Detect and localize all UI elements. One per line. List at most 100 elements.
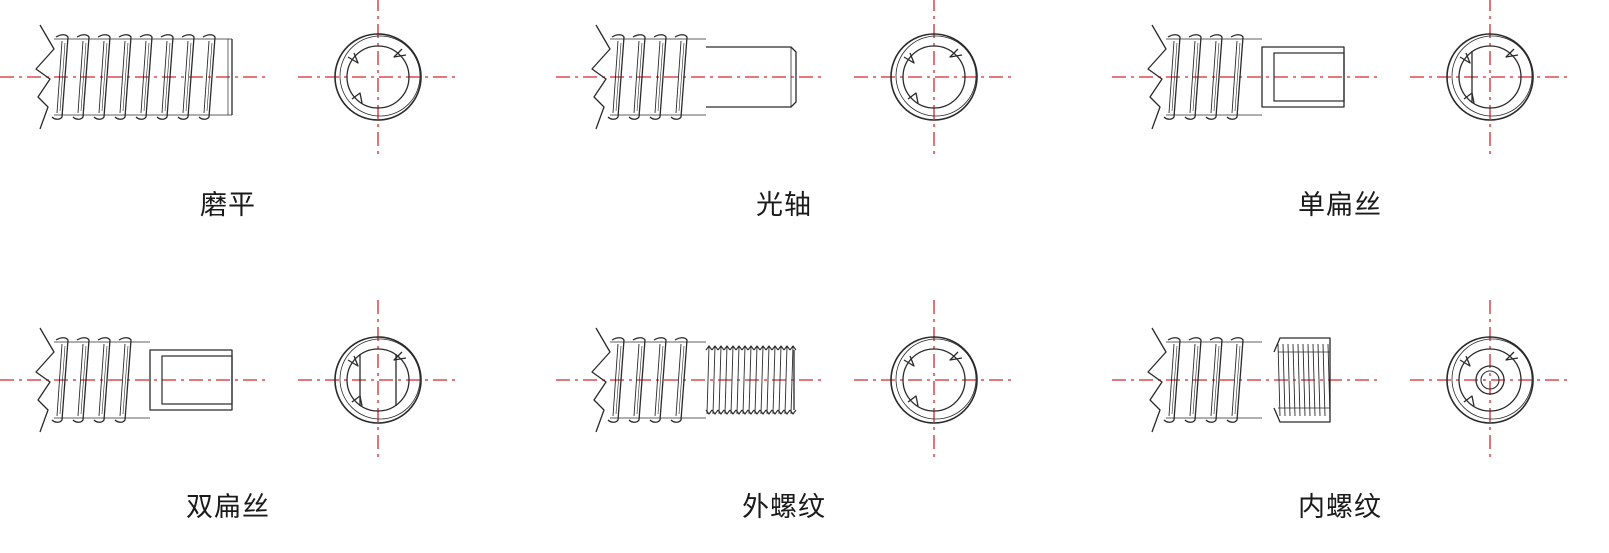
break-line	[1147, 24, 1167, 130]
thread-crest	[93, 34, 111, 120]
thread-start-mark	[1459, 52, 1471, 64]
chamfer-circle	[339, 338, 421, 420]
inner-circle	[1458, 348, 1522, 412]
break-line	[35, 24, 55, 130]
thread-crest	[93, 337, 111, 423]
label-external-thread: 外螺纹	[742, 492, 826, 523]
item-plain-shaft: 光轴	[556, 0, 1116, 250]
label-flat: 磨平	[200, 190, 256, 221]
inner-circle	[902, 45, 966, 109]
internal-thread-side-view	[1112, 300, 1570, 460]
thread-crest	[51, 34, 69, 120]
side-view-group	[0, 0, 458, 157]
bore-inner-circle	[1480, 370, 1500, 390]
thread-crest	[72, 337, 90, 423]
item-external-thread: 外螺纹	[556, 300, 1116, 553]
thread-start-mark	[393, 48, 407, 58]
flat-side-view	[0, 0, 458, 157]
inner-circle	[902, 348, 966, 412]
side-view-group	[1112, 300, 1570, 460]
label-plain-shaft: 光轴	[756, 190, 812, 221]
flat-rect	[161, 355, 233, 405]
thread-start-mark	[907, 395, 919, 407]
chamfer-circle	[895, 35, 977, 117]
bore-circle	[1475, 365, 1505, 395]
thread-start-mark	[393, 351, 407, 361]
thread-crest	[114, 337, 132, 423]
outer-circle	[890, 33, 978, 121]
chamfer-circle	[339, 35, 421, 117]
thread-crest	[1163, 337, 1181, 423]
plain-shaft-side-view	[556, 0, 1014, 157]
break-line	[35, 327, 55, 433]
inner-circle	[1458, 45, 1522, 109]
chamfer-circle	[895, 338, 977, 420]
outer-circle	[890, 336, 978, 424]
label-single-flat: 单扁丝	[1298, 190, 1382, 221]
chamfer-circle	[1451, 338, 1533, 420]
external-thread-side-view	[556, 300, 1014, 460]
side-view-group	[1112, 0, 1570, 157]
thread-start-mark	[1459, 355, 1471, 367]
thread-crest	[156, 34, 174, 120]
item-single-flat: 单扁丝	[1112, 0, 1609, 250]
shaft-outline	[149, 349, 233, 411]
side-view-group	[556, 0, 1014, 157]
thread-crest	[670, 34, 688, 120]
thread-crest	[51, 337, 69, 423]
break-line	[1147, 327, 1167, 433]
outer-circle	[1446, 336, 1534, 424]
thread-crest	[1226, 337, 1244, 423]
break-line	[591, 327, 611, 433]
item-flat: 磨平	[0, 0, 560, 250]
shaft-outline	[1261, 46, 1345, 108]
outer-circle	[334, 33, 422, 121]
thread-crest	[114, 34, 132, 120]
thread-start-mark	[949, 351, 963, 361]
thread-start-mark	[907, 92, 919, 104]
thread-start-mark	[949, 48, 963, 58]
outer-circle	[1446, 33, 1534, 121]
flat-rect	[1273, 52, 1345, 102]
thread-crest	[628, 337, 646, 423]
thread-crest	[607, 337, 625, 423]
break-line	[591, 24, 611, 130]
side-view-group	[0, 300, 458, 460]
thread-crest	[1226, 34, 1244, 120]
thread-crest	[1163, 34, 1181, 120]
thread-crest	[72, 34, 90, 120]
thread-start-mark	[347, 52, 359, 64]
double-flat-side-view	[0, 300, 458, 460]
inner-circle	[346, 348, 410, 412]
thread-crest	[649, 34, 667, 120]
single-flat-side-view	[1112, 0, 1570, 157]
thread-crest	[135, 34, 153, 120]
item-double-flat: 双扁丝	[0, 300, 560, 553]
outer-circle	[334, 336, 422, 424]
chamfer-circle	[1451, 35, 1533, 117]
thread-crest	[198, 34, 216, 120]
thread-crest	[670, 337, 688, 423]
thread-start-mark	[351, 92, 363, 104]
thread-crest	[1205, 337, 1223, 423]
thread-crest	[628, 34, 646, 120]
thread-start-mark	[347, 355, 359, 367]
thread-crest	[649, 337, 667, 423]
thread-start-mark	[1505, 48, 1519, 58]
thread-crest	[607, 34, 625, 120]
thread-start-mark	[1463, 395, 1475, 407]
plain-shaft	[706, 46, 797, 108]
label-double-flat: 双扁丝	[186, 492, 270, 523]
thread-crest	[1184, 337, 1202, 423]
thread-start-mark	[1505, 351, 1519, 361]
inner-circle	[346, 45, 410, 109]
item-internal-thread: 内螺纹	[1112, 300, 1609, 553]
thread-start-mark	[903, 355, 915, 367]
thread-crest	[177, 34, 195, 120]
side-view-group	[556, 300, 1014, 460]
thread-crest	[1184, 34, 1202, 120]
thread-start-mark	[903, 52, 915, 64]
threaded-insert-outline	[1273, 337, 1331, 423]
label-internal-thread: 内螺纹	[1298, 492, 1382, 523]
thread-crest	[1205, 34, 1223, 120]
